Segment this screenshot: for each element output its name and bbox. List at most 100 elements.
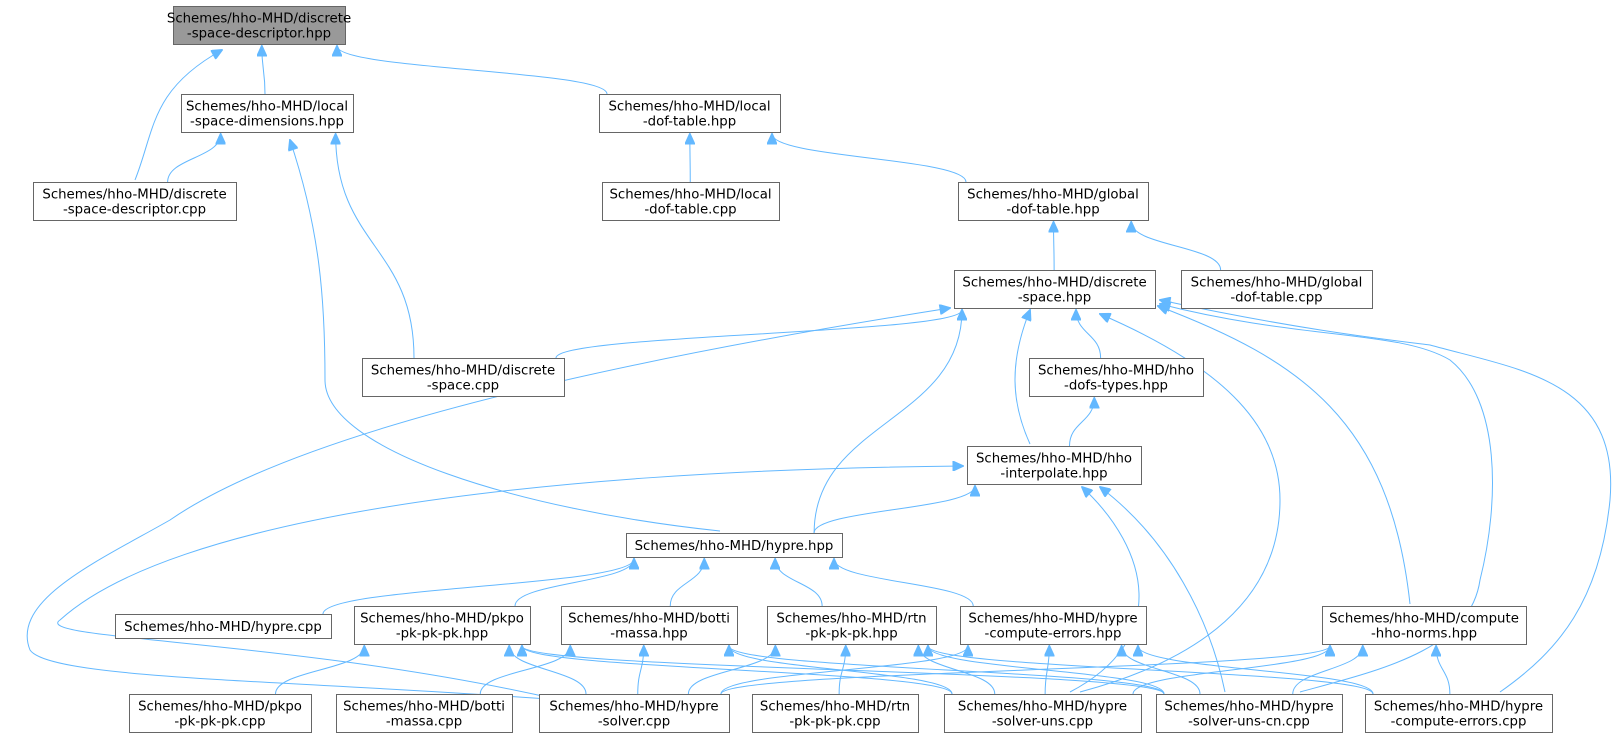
node-hy-hpp[interactable]: Schemes/hho-MHD/hypre.hpp <box>626 533 843 558</box>
node-label-line: -space.cpp <box>427 379 499 394</box>
node-hi-hpp[interactable]: Schemes/hho-MHD/hho-interpolate.hpp <box>967 446 1142 485</box>
node-box <box>129 694 312 733</box>
edge-pk_hpp-to-hs_cpp <box>509 646 587 695</box>
edges-layer <box>26 46 1612 701</box>
node-ldt-cpp[interactable]: Schemes/hho-MHD/local-dof-table.cpp <box>602 182 780 221</box>
node-pk-cpp[interactable]: Schemes/hho-MHD/pkpo-pk-pk-pk.cpp <box>129 694 312 733</box>
node-label-line: Schemes/hho-MHD/hypre.hpp <box>635 539 834 554</box>
node-rtn-cpp[interactable]: Schemes/hho-MHD/rtn-pk-pk-pk.cpp <box>752 694 919 733</box>
node-box <box>1322 606 1527 645</box>
node-gdt-hpp[interactable]: Schemes/hho-MHD/global-dof-table.hpp <box>958 182 1149 221</box>
edge-pk_hpp-to-hsu_cpp <box>522 646 953 695</box>
node-hce-cpp[interactable]: Schemes/hho-MHD/hypre-compute-errors.cpp <box>1365 694 1553 733</box>
node-ds-cpp[interactable]: Schemes/hho-MHD/discrete-space.cpp <box>362 358 565 397</box>
node-box <box>1156 694 1343 733</box>
nodes-layer: Schemes/hho-MHD/discrete -space-descripto… <box>33 6 1553 733</box>
node-hy-cpp[interactable]: Schemes/hho-MHD/hypre.cpp <box>115 614 332 639</box>
node-box <box>967 446 1142 485</box>
edge-hce_hpp-to-hsucn_cpp <box>1122 646 1201 695</box>
node-box <box>539 694 730 733</box>
node-label-line: -solver.cpp <box>598 715 670 730</box>
node-box <box>115 614 332 639</box>
node-label-line: -space-dimensions.hpp <box>190 115 344 130</box>
node-label-line: Schemes/hho-MHD/botti <box>568 612 730 627</box>
node-hsu-cpp[interactable]: Schemes/hho-MHD/hypre-solver-uns.cpp <box>944 694 1142 733</box>
node-label-line: -space-descriptor.cpp <box>63 203 206 218</box>
edge-hy_hpp-to-rtn_hpp <box>775 559 823 607</box>
edge-hi_hpp-to-hsucn_cpp <box>1100 487 1226 693</box>
edge-hdt_hpp-to-hi_hpp <box>1069 398 1095 447</box>
edge-dsd_hpp-to-ldt_hpp <box>337 46 608 95</box>
node-label-line: Schemes/hho-MHD/hho <box>1038 364 1194 379</box>
edge-ds_hpp-to-hs_cpp <box>26 308 950 701</box>
node-chn-hpp[interactable]: Schemes/hho-MHD/compute-hho-norms.hpp <box>1322 606 1527 645</box>
edge-hy_hpp-to-pk_hpp <box>514 559 634 607</box>
node-label-line: Schemes/hho-MHD/local <box>186 100 348 115</box>
node-label-line: -massa.hpp <box>610 627 687 642</box>
node-label-line: Schemes/hho-MHD/compute <box>1329 612 1519 627</box>
node-label-line: -compute-errors.cpp <box>1391 715 1527 730</box>
edge-gdt_hpp-to-ds_hpp <box>1054 222 1055 271</box>
node-label-line: Schemes/hho-MHD/local <box>609 188 771 203</box>
node-label-line: -pk-pk-pk.hpp <box>805 627 897 642</box>
node-label-line: -solver-uns-cn.cpp <box>1188 715 1310 730</box>
node-label-line: -dof-table.hpp <box>1006 203 1099 218</box>
node-label-line: -hho-norms.hpp <box>1371 627 1477 642</box>
edge-dsd_hpp-to-lsd_hpp <box>262 46 265 95</box>
node-box <box>599 94 781 133</box>
node-box <box>33 182 237 221</box>
edge-lsd_hpp-to-hy_hpp <box>290 140 721 532</box>
node-bm-cpp[interactable]: Schemes/hho-MHD/botti-massa.cpp <box>336 694 513 733</box>
node-rtn-hpp[interactable]: Schemes/hho-MHD/rtn-pk-pk-pk.hpp <box>767 606 937 645</box>
node-hsucn-cpp[interactable]: Schemes/hho-MHD/hypre-solver-uns-cn.cpp <box>1156 694 1343 733</box>
edge-hy_hpp-to-bm_hpp <box>669 559 704 607</box>
node-gdt-cpp[interactable]: Schemes/hho-MHD/global-dof-table.cpp <box>1181 270 1373 309</box>
edge-ds_hpp-to-hi_hpp <box>1014 310 1030 445</box>
node-label-line: Schemes/hho-MHD/hypre.cpp <box>124 620 322 635</box>
edge-rtn_hpp-to-hsu_cpp <box>918 646 996 695</box>
node-label-line: -pk-pk-pk.cpp <box>174 715 265 730</box>
node-pk-hpp[interactable]: Schemes/hho-MHD/pkpo-pk-pk-pk.hpp <box>354 606 531 645</box>
edge-hce_hpp-to-hs_cpp <box>720 646 968 695</box>
node-label-line: Schemes/hho-MHD/hypre <box>968 612 1137 627</box>
edge-hi_hpp-to-hy_hpp <box>813 486 975 534</box>
node-hdt-hpp[interactable]: Schemes/hho-MHD/hho-dofs-types.hpp <box>1029 358 1204 397</box>
node-label-line: -dofs-types.hpp <box>1064 379 1168 394</box>
node-label-line: Schemes/hho-MHD/hypre <box>1374 700 1543 715</box>
node-dsd-hpp[interactable]: Schemes/hho-MHD/discrete-space-descripto… <box>167 6 351 45</box>
node-label-line: Schemes/hho-MHD/hho <box>976 452 1132 467</box>
edge-lsd_hpp-to-ds_cpp <box>336 134 415 359</box>
node-dsd-cpp[interactable]: Schemes/hho-MHD/discrete-space-descripto… <box>33 182 237 221</box>
node-label-line: Schemes/hho-MHD/discrete <box>371 364 555 379</box>
node-box <box>1365 694 1553 733</box>
edge-hy_hpp-to-hce_hpp <box>834 559 974 607</box>
edge-ds_hpp-to-chn_hpp <box>1158 306 1411 605</box>
node-label-line: Schemes/hho-MHD/global <box>1191 276 1363 291</box>
node-label-line: Schemes/hho-MHD/rtn <box>776 612 926 627</box>
node-box <box>354 606 531 645</box>
node-box <box>181 94 354 133</box>
edge-ds_hpp-to-hsucn_cpp <box>1160 304 1493 693</box>
node-label-line: -massa.cpp <box>386 715 462 730</box>
node-lsd-hpp[interactable]: Schemes/hho-MHD/local-space-dimensions.h… <box>181 94 354 133</box>
node-label-line: -interpolate.hpp <box>1000 467 1107 482</box>
node-ds-hpp[interactable]: Schemes/hho-MHD/discrete-space.hpp <box>954 270 1156 309</box>
node-label-line: -pk-pk-pk.hpp <box>396 627 488 642</box>
node-bm-hpp[interactable]: Schemes/hho-MHD/botti-massa.hpp <box>561 606 738 645</box>
edge-rtn_hpp-to-hsucn_cpp <box>928 646 1165 695</box>
edge-rtn_hpp-to-hce_cpp <box>928 646 1374 695</box>
node-box <box>944 694 1142 733</box>
node-box <box>1181 270 1373 309</box>
node-label-line: Schemes/hho-MHD/discrete <box>962 276 1146 291</box>
node-label-line: -solver-uns.cpp <box>992 715 1093 730</box>
node-label-line: Schemes/hho-MHD/hypre <box>958 700 1127 715</box>
edge-pk_hpp-to-pk_cpp <box>275 646 365 695</box>
node-hce-hpp[interactable]: Schemes/hho-MHD/hypre-compute-errors.hpp <box>960 606 1147 645</box>
node-ldt-hpp[interactable]: Schemes/hho-MHD/local-dof-table.hpp <box>599 94 781 133</box>
node-label-line: -pk-pk-pk.cpp <box>789 715 880 730</box>
node-box <box>336 694 513 733</box>
node-hs-cpp[interactable]: Schemes/hho-MHD/hypre-solver.cpp <box>539 694 730 733</box>
node-box <box>561 606 738 645</box>
node-label-line: Schemes/hho-MHD/local <box>608 100 770 115</box>
